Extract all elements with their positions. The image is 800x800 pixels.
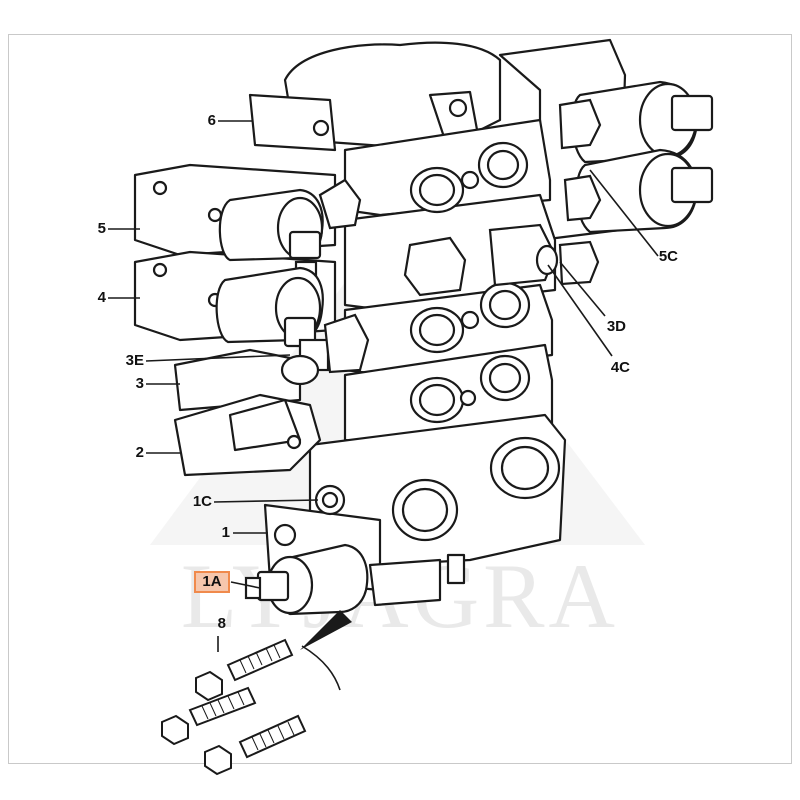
nut-3 bbox=[204, 744, 232, 776]
nut-2 bbox=[161, 714, 189, 746]
nut-1 bbox=[195, 670, 223, 702]
callout-5: 5 bbox=[97, 220, 106, 237]
callout-3d: 3D bbox=[606, 318, 626, 335]
callout-3e: 3E bbox=[125, 352, 144, 369]
fitting-center bbox=[403, 236, 467, 297]
callout-6: 6 bbox=[207, 112, 216, 129]
callout-4: 4 bbox=[97, 289, 106, 306]
callout-5c: 5C bbox=[658, 248, 678, 265]
callout-4c: 4C bbox=[610, 359, 630, 376]
callout-1a-highlighted[interactable]: 1A bbox=[194, 571, 230, 593]
stud-3 bbox=[238, 714, 307, 759]
callout-3: 3 bbox=[135, 375, 144, 392]
callout-1: 1 bbox=[221, 524, 230, 541]
top-bracket bbox=[248, 93, 337, 152]
callout-1c: 1C bbox=[192, 493, 212, 510]
callout-2: 2 bbox=[135, 444, 144, 461]
callout-8: 8 bbox=[217, 615, 226, 632]
